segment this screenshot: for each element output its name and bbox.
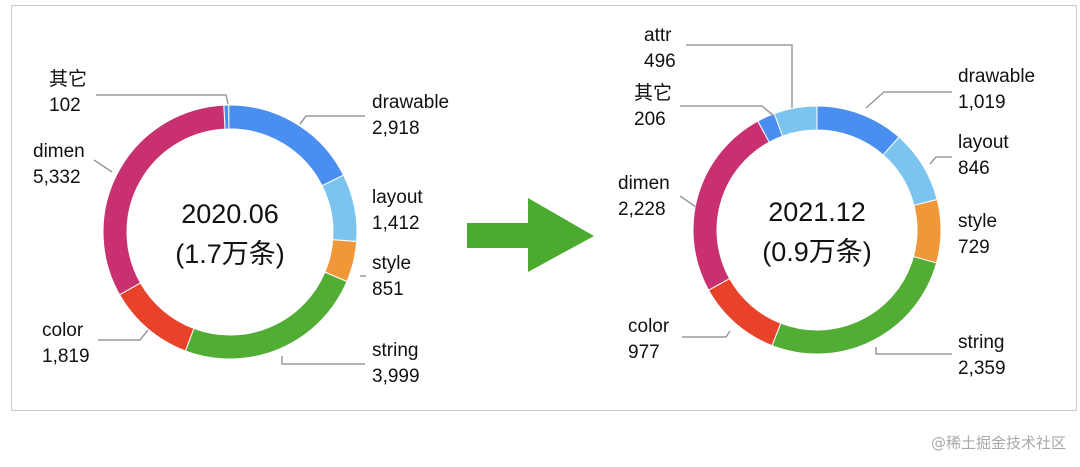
- slice-label-color: color: [628, 316, 670, 337]
- slice-label-style: style: [372, 253, 411, 274]
- center-title: 2020.06: [181, 199, 279, 229]
- slice-string: [184, 271, 348, 360]
- slice-label-color: color: [42, 320, 84, 341]
- slice-drawable: [816, 105, 900, 156]
- slice-label-string: string: [372, 340, 418, 361]
- leader-line-drawable: [299, 115, 365, 125]
- slice-dimen: [692, 120, 770, 291]
- slice-attr: [773, 105, 818, 137]
- slice-layout: [882, 136, 938, 207]
- leader-line-drawable: [865, 91, 952, 109]
- transition-arrow-icon: [467, 198, 594, 272]
- slice-label-dimen: dimen: [33, 141, 85, 162]
- slice-string: [771, 255, 938, 355]
- slice-layout: [321, 174, 358, 243]
- slice-label-其它: 其它: [49, 68, 87, 90]
- leader-line-color: [98, 329, 149, 341]
- leader-line-string: [875, 347, 952, 355]
- center-subtitle: (1.7万条): [175, 239, 285, 269]
- slice-label-string: string: [958, 332, 1004, 353]
- leader-line-dimen: [679, 195, 697, 208]
- slice-value-style: 851: [372, 279, 404, 300]
- slice-label-layout: layout: [958, 132, 1009, 153]
- slice-value-dimen: 2,228: [618, 199, 666, 220]
- slice-value-attr: 496: [644, 51, 676, 72]
- slice-drawable: [228, 104, 345, 187]
- slice-value-layout: 1,412: [372, 213, 420, 234]
- center-subtitle: (0.9万条): [762, 237, 872, 267]
- slice-value-color: 1,819: [42, 346, 90, 367]
- slice-value-color: 977: [628, 342, 660, 363]
- slice-label-attr: attr: [644, 25, 672, 46]
- slice-label-drawable: drawable: [372, 92, 449, 113]
- slice-value-style: 729: [958, 237, 990, 258]
- donut-chart-2: drawable 1,019 layout 846 style 729 string 2,35…: [618, 25, 1035, 379]
- slice-label-dimen: dimen: [618, 173, 670, 194]
- slice-value-drawable: 2,918: [372, 118, 420, 139]
- leader-line-dimen: [93, 159, 113, 173]
- slice-style: [912, 198, 942, 264]
- slice-label-layout: layout: [372, 187, 423, 208]
- slice-label-其它: 其它: [634, 82, 672, 104]
- slice-dimen: [102, 104, 226, 296]
- center-title: 2021.12: [768, 197, 866, 227]
- watermark: @稀土掘金技术社区: [930, 434, 1066, 452]
- slice-value-string: 3,999: [372, 366, 420, 387]
- leader-line-string: [281, 356, 365, 365]
- leader-line-layout: [929, 156, 952, 165]
- slice-value-drawable: 1,019: [958, 92, 1006, 113]
- leader-line-attr: [686, 44, 793, 108]
- slice-value-string: 2,359: [958, 358, 1006, 379]
- leader-line-color: [682, 330, 731, 338]
- leader-line-其它: [96, 94, 229, 105]
- leader-line-其它: [680, 105, 775, 117]
- figure-frame: [11, 5, 1077, 411]
- slice-value-layout: 846: [958, 158, 990, 179]
- slice-label-drawable: drawable: [958, 66, 1035, 87]
- slice-value-其它: 102: [49, 95, 81, 116]
- slice-color: [707, 277, 782, 347]
- slice-label-style: style: [958, 211, 997, 232]
- slice-value-dimen: 5,332: [33, 167, 81, 188]
- slice-value-其它: 206: [634, 109, 666, 130]
- donut-chart-1: 其它 102 drawable 2,918 layout 1,412 style 851 str…: [33, 68, 449, 387]
